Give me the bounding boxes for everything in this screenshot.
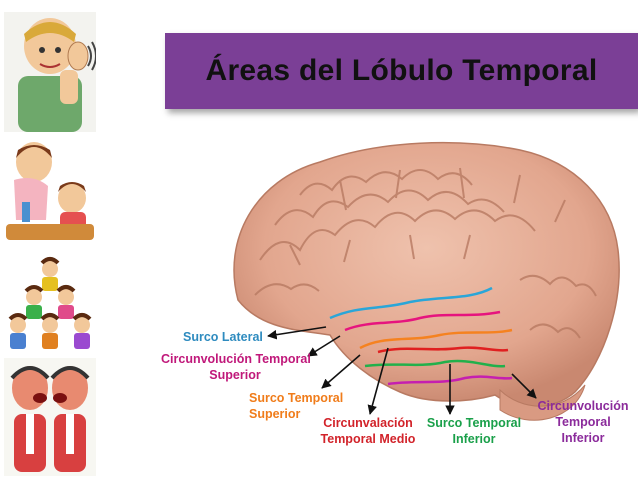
circ-temporal-medio-line <box>377 346 509 354</box>
arrow-surco-lateral <box>267 326 327 340</box>
label-circ-temporal-superior: Circunvolución Temporal Superior <box>161 352 311 382</box>
shouting-people-icon <box>4 358 96 476</box>
arrow-circ-temporal-inferior <box>511 373 537 399</box>
label-circ-temporal-inferior: Circunvolución Temporal Inferior <box>537 399 629 445</box>
page-title: Áreas del Lóbulo Temporal <box>205 54 598 87</box>
gyri-texture <box>254 167 597 339</box>
surco-lateral-line <box>329 286 493 320</box>
brain-hemisphere <box>233 141 620 408</box>
label-surco-temporal-superior: Surco Temporal Superior <box>249 391 344 421</box>
surco-temporal-inferior-line <box>364 359 506 368</box>
circ-temporal-inferior-line <box>387 375 513 386</box>
label-surco-lateral: Surco Lateral <box>183 330 263 344</box>
arrow-circ-temporal-medio <box>367 347 389 415</box>
label-circ-temporal-medio: Circunvalación Temporal Medio <box>320 416 416 446</box>
title-banner: Áreas del Lóbulo Temporal <box>165 33 638 109</box>
circ-temporal-superior-line <box>344 310 501 332</box>
listening-child-icon <box>4 12 96 132</box>
arrow-circ-temporal-superior <box>307 335 341 357</box>
arrow-surco-temporal-superior <box>321 354 361 389</box>
parent-child-icon <box>6 142 94 240</box>
pointer-arrows <box>267 326 537 415</box>
label-surco-temporal-inferior: Surco Temporal Inferior <box>426 416 522 446</box>
surco-temporal-superior-line <box>359 328 513 350</box>
children-pyramid-icon <box>8 257 92 349</box>
